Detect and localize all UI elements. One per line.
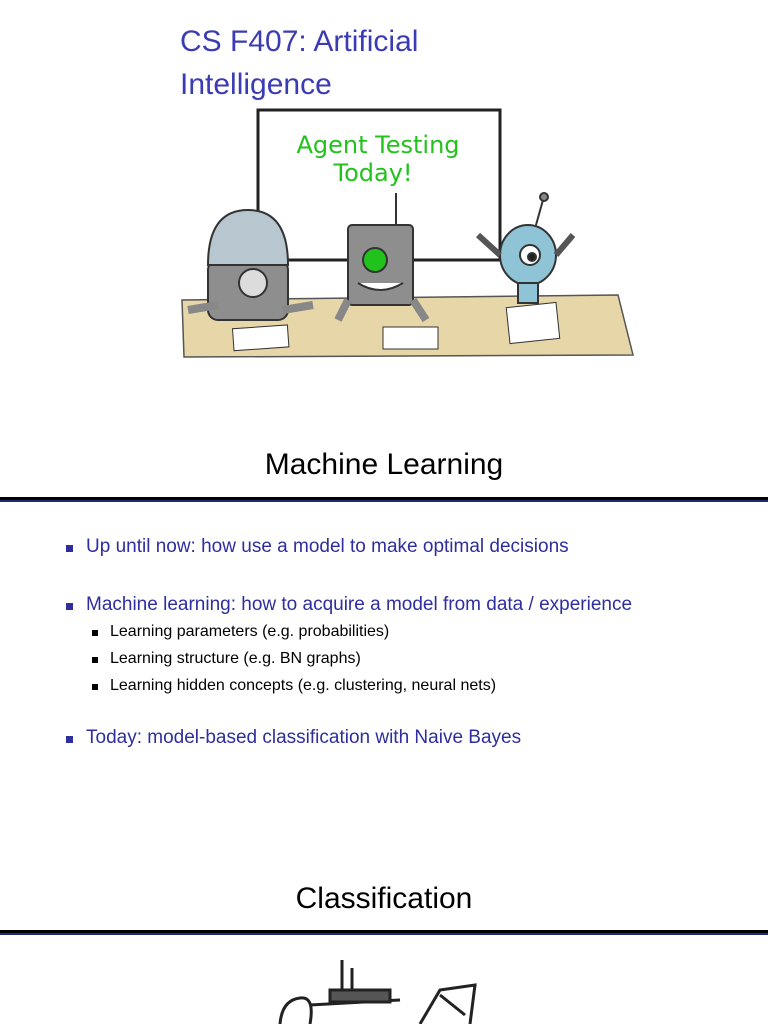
section-heading-classification: Classification [295,882,473,915]
title-line-1: CS F407: Artificial [180,25,419,58]
robot-right [475,192,576,304]
bullet-item: Machine learning: how to acquire a model… [64,594,744,616]
sub-bullet-item: Learning structure (e.g. BN graphs) [64,650,744,668]
page-title: CS F407: Artificial Intelligence [180,20,580,106]
agent-testing-illustration: Agent Testing Today! [181,108,634,358]
robot-middle [334,193,430,323]
bullet-item: Up until now: how use a model to make op… [64,536,744,558]
sub-bullet-item: Learning parameters (e.g. probabilities) [64,623,744,641]
title-line-2: Intelligence [180,68,332,101]
heading-divider [0,497,768,502]
section-heading-machine-learning: Machine Learning [264,448,504,481]
classification-robot-illustration [278,960,477,1024]
whiteboard-text-2: Today! [332,159,412,187]
sub-bullet-item: Learning hidden concepts (e.g. clusterin… [64,677,744,695]
paper-left [231,324,290,352]
heading-divider [0,930,768,935]
whiteboard-text-1: Agent Testing [296,131,459,159]
bullet-list: Up until now: how use a model to make op… [64,536,744,749]
paper-right [505,301,561,345]
paper-middle [382,326,439,350]
robot-left [187,208,314,321]
bullet-item: Today: model-based classification with N… [64,727,744,749]
